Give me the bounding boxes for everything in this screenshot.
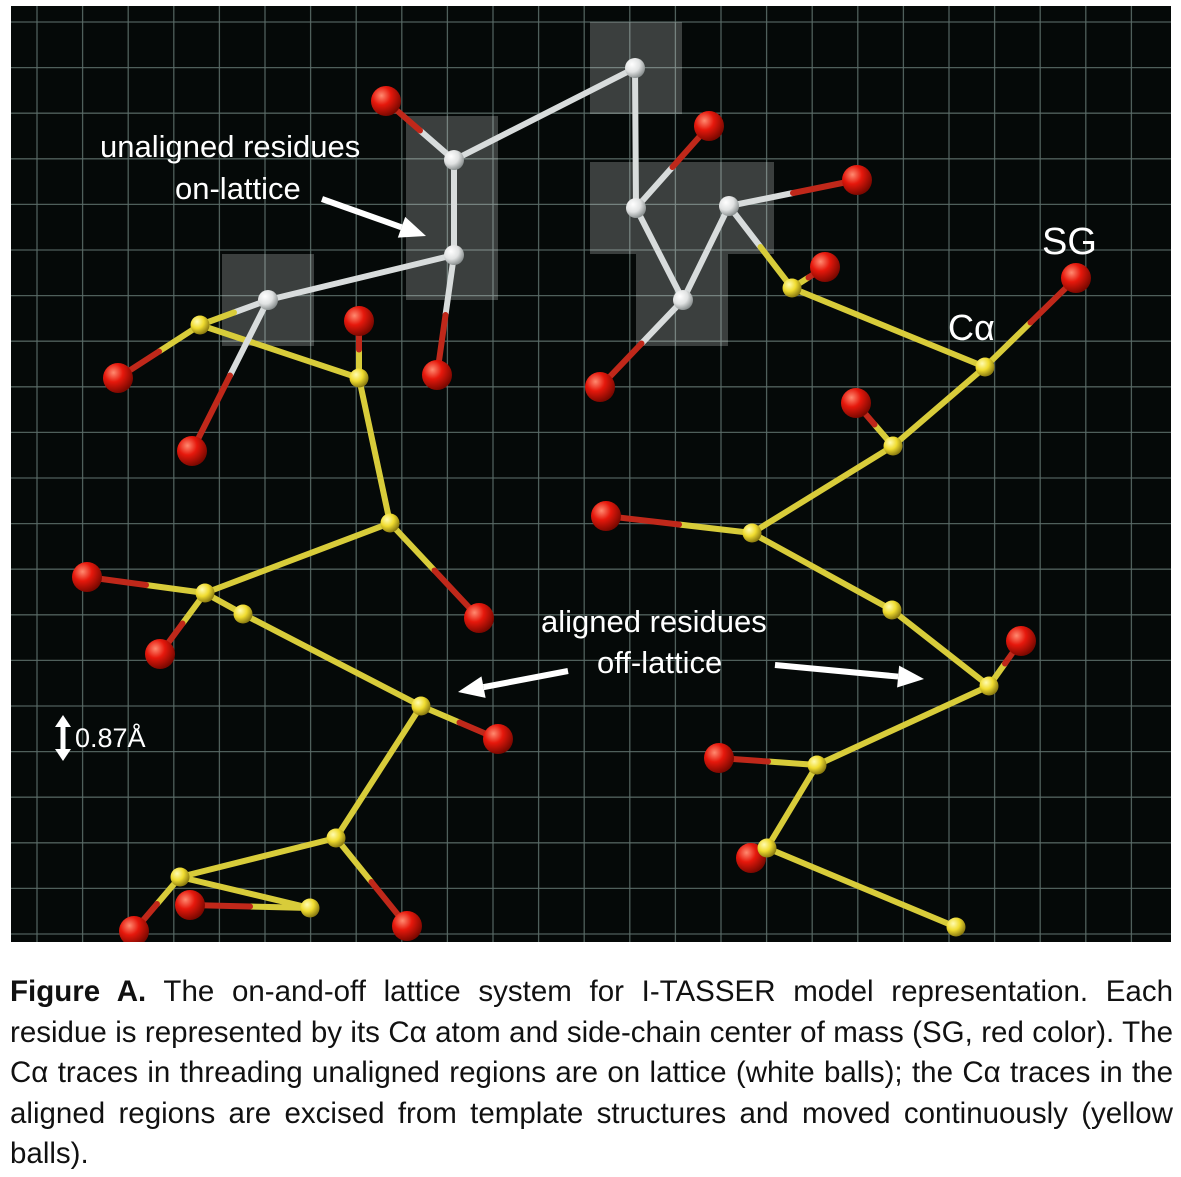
sg-atom-red-ball: [704, 743, 734, 773]
ca-atom-yellow-ball: [195, 583, 215, 603]
sg-atom-red-ball: [103, 363, 133, 393]
white-bond: [442, 252, 457, 318]
arrow-aligned-right-icon-head: [897, 665, 924, 688]
yellow-bond: [177, 835, 339, 880]
ca-atom-yellow-ball: [882, 600, 902, 620]
ca-atom-yellow-ball: [975, 357, 995, 377]
lattice-figure: unaligned residues on-lattice aligned re…: [11, 6, 1171, 942]
lattice-scene: [11, 6, 1171, 942]
white-bond: [632, 65, 639, 211]
ca-atom-white-ball: [444, 150, 464, 170]
white-bond: [638, 297, 686, 347]
unaligned-label-line1: unaligned residues: [100, 129, 361, 164]
ca-atom-yellow-ball: [946, 917, 966, 937]
sg-atom-red-ball: [392, 911, 422, 941]
yellow-bond: [240, 611, 424, 709]
ca-atom-white-ball: [625, 58, 645, 78]
yellow-bond: [177, 874, 313, 911]
lattice-grid: [11, 6, 1171, 942]
yellow-bond: [676, 521, 755, 536]
ca-atom-white-ball: [258, 290, 278, 310]
white-bond: [451, 65, 638, 163]
arrow-aligned-right-icon-shaft: [774, 662, 899, 680]
annotation-arrows: [320, 196, 924, 698]
caption-text: The on-and-off lattice system for I-TASS…: [10, 975, 1173, 1170]
sg-atom-red-ball: [841, 388, 871, 418]
ca-atom-yellow-ball: [300, 898, 320, 918]
sg-atom-red-ball: [1006, 626, 1036, 656]
ca-atom-yellow-ball: [411, 696, 431, 716]
sg-atom-red-ball: [842, 165, 872, 195]
arrow-unaligned-icon-shaft: [320, 196, 403, 231]
ca-atom-yellow-ball: [326, 828, 346, 848]
ca-atom-white-ball: [444, 245, 464, 265]
ca-atom-yellow-ball: [883, 436, 903, 456]
sg-atom-red-ball: [694, 111, 724, 141]
yellow-bond: [749, 443, 896, 536]
ca-atom-white-ball: [719, 196, 739, 216]
figure-caption: Figure A. The on-and-off lattice system …: [10, 972, 1173, 1175]
yellow-bond: [202, 520, 393, 596]
ca-atom-yellow-ball: [190, 315, 210, 335]
yellow-bond: [814, 683, 992, 768]
aligned-label-line1: aligned residues: [541, 604, 767, 639]
sg-atom-red-ball: [591, 501, 621, 531]
yellow-bond: [356, 375, 393, 526]
white-bond: [633, 205, 686, 303]
arrow-aligned-left-icon-shaft: [482, 668, 569, 691]
ca-atom-white-ball: [626, 198, 646, 218]
yellow-bond: [789, 285, 988, 370]
aligned-label-line2: off-lattice: [597, 645, 723, 680]
white-bond: [680, 203, 732, 303]
sg-atom-red-ball: [483, 724, 513, 754]
yellow-bond: [982, 319, 1034, 370]
yellow-bond: [143, 582, 208, 596]
sg-atom-red-ball: [145, 639, 175, 669]
ca-atom-yellow-ball: [170, 867, 190, 887]
sg-atom-red-ball: [422, 360, 452, 390]
ca-atom-yellow-ball: [807, 755, 827, 775]
ca-atom-yellow-ball: [979, 676, 999, 696]
sg-atom-red-ball: [344, 306, 374, 336]
ca-atom-yellow-ball: [742, 523, 762, 543]
white-bond: [265, 252, 457, 303]
sg-label: SG: [1042, 221, 1097, 263]
yellow-bond: [247, 903, 313, 911]
yellow-bond: [764, 845, 959, 930]
yellow-bond: [764, 762, 820, 851]
scale-arrow-icon: [55, 715, 71, 761]
caption-label: Figure A.: [10, 975, 147, 1008]
yellow-bond: [387, 520, 438, 574]
white-bond: [227, 297, 271, 379]
sg-atom-red-ball: [177, 436, 207, 466]
ca-atom-white-ball: [673, 290, 693, 310]
yellow-bond: [890, 364, 988, 449]
sg-atom-red-ball: [119, 916, 149, 942]
ca-atom-yellow-ball: [349, 368, 369, 388]
yellow-bond: [333, 703, 424, 841]
ca-atom-yellow-ball: [380, 513, 400, 533]
ca-label: Cα: [948, 307, 995, 348]
white-bond: [726, 190, 796, 209]
sg-atom-red-ball: [810, 252, 840, 282]
arrow-aligned-left-icon-head: [458, 676, 486, 698]
yellow-bond: [889, 607, 992, 689]
ca-atom-yellow-ball: [233, 604, 253, 624]
yellow-bond: [749, 530, 895, 613]
scale-label: 0.87Å: [75, 723, 146, 753]
sg-atom-red-ball: [175, 890, 205, 920]
ca-atom-yellow-ball: [782, 278, 802, 298]
atoms: [72, 58, 1091, 942]
yellow-bond: [197, 322, 362, 381]
unaligned-label-line2: on-lattice: [175, 171, 301, 206]
sg-atom-red-ball: [72, 562, 102, 592]
sg-atom-red-ball: [1061, 263, 1091, 293]
sg-atom-red-ball: [585, 372, 615, 402]
ca-atom-yellow-ball: [757, 838, 777, 858]
arrow-unaligned-icon-head: [397, 216, 426, 238]
sg-atom-red-ball: [371, 86, 401, 116]
sg-atom-red-ball: [464, 603, 494, 633]
